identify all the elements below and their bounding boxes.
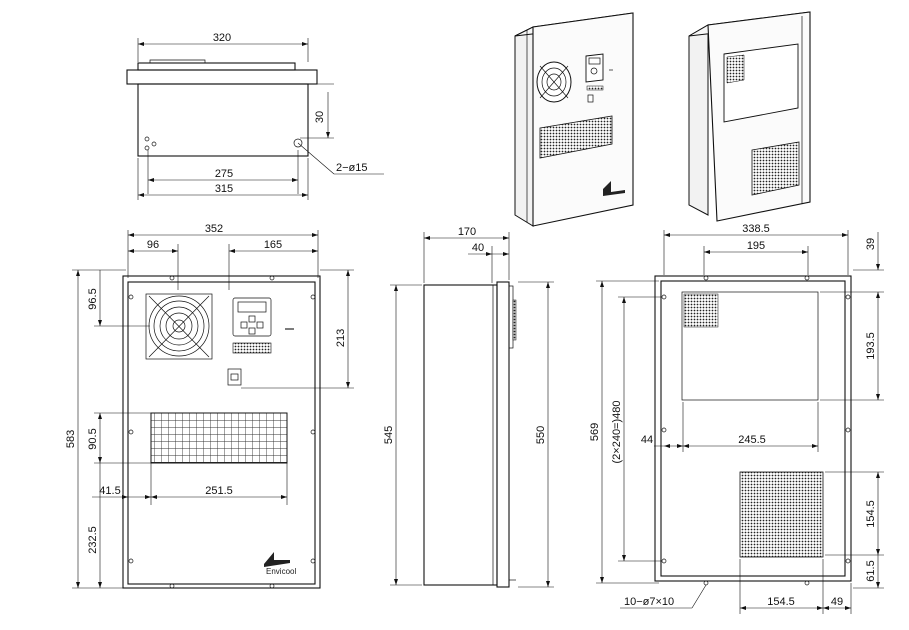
top-hole-small — [144, 136, 150, 142]
top-flange — [126, 69, 318, 85]
dim-30-label: 30 — [314, 111, 326, 123]
side-view: 170 40 545 550 — [383, 226, 554, 588]
hole-callout-rear: 10−ø7×10 — [620, 584, 707, 609]
terminal-block — [232, 342, 272, 354]
dim-315: 315 — [137, 158, 309, 200]
dim-96-label: 96 — [147, 239, 159, 251]
dim-195-label: 195 — [747, 240, 765, 252]
dim-550: 550 — [518, 281, 554, 588]
dim-338-5-label: 338.5 — [742, 223, 770, 235]
iso-rear-grille — [751, 141, 800, 196]
dim-569: 569 — [589, 280, 659, 584]
dim-44: 44 — [641, 402, 684, 452]
dim-96: 96 — [128, 239, 179, 290]
dim-245-5-label: 245.5 — [738, 434, 766, 446]
dim-61-5: 61.5 — [853, 555, 884, 589]
dim-275-label: 275 — [215, 168, 233, 180]
top-fan-bump — [149, 59, 206, 63]
top-view: 320 30 2−ø15 275 3 — [126, 32, 384, 200]
dim-480: (2×240=)480 — [611, 296, 662, 562]
dim-583: 583 — [65, 269, 126, 589]
dim-154-5-right-label: 154.5 — [865, 500, 877, 528]
iso-front-view — [514, 12, 634, 227]
dim-545-label: 545 — [383, 426, 395, 444]
switch — [227, 368, 242, 386]
dim-232-5: 232.5 — [87, 463, 102, 588]
top-hole — [293, 138, 303, 148]
front-grille — [150, 412, 288, 464]
dim-49-label: 49 — [831, 596, 843, 608]
dim-40: 40 — [468, 242, 509, 283]
dim-41-5-label: 41.5 — [99, 485, 120, 497]
logo-text: Envicool — [266, 567, 296, 576]
dim-170-label: 170 — [458, 226, 476, 238]
iso-rear-panel — [723, 43, 799, 123]
front-controller — [227, 297, 294, 386]
dim-90-5-label: 90.5 — [87, 428, 99, 449]
iso-logo — [603, 181, 625, 196]
dim-193-5: 193.5 — [820, 291, 884, 401]
rear-view: 338.5 195 39 193.5 — [589, 223, 884, 614]
dim-213-label: 213 — [335, 329, 347, 347]
dim-61-5-label: 61.5 — [865, 560, 877, 581]
front-logo: Envicool — [264, 552, 296, 576]
dim-583-label: 583 — [65, 430, 77, 448]
dim-165-label: 165 — [264, 239, 282, 251]
dim-480-label: (2×240=)480 — [611, 401, 623, 464]
iso-fan-icon — [536, 61, 572, 103]
dim-40-label: 40 — [472, 242, 484, 254]
dim-320-label: 320 — [213, 32, 231, 44]
side-flange — [496, 281, 510, 588]
dim-41-5: 41.5 — [92, 463, 152, 505]
dim-251-5: 251.5 — [151, 463, 288, 505]
hole-callout-top: 2−ø15 — [297, 142, 384, 175]
side-body — [423, 284, 498, 586]
dim-193-5-label: 193.5 — [865, 332, 877, 360]
hole-note-rear: 10−ø7×10 — [624, 596, 674, 608]
dim-320: 320 — [137, 32, 309, 62]
dim-170: 170 — [423, 226, 510, 283]
dim-165: 165 — [228, 239, 318, 290]
dim-154-5-bottom: 154.5 — [739, 559, 824, 614]
top-fan-hood — [137, 62, 296, 71]
dim-213: 213 — [241, 269, 354, 389]
iso-rear-view — [688, 11, 811, 222]
rear-panel — [681, 291, 819, 401]
dim-96-5-label: 96.5 — [87, 288, 99, 309]
rear-vent-small — [683, 293, 719, 328]
dim-545: 545 — [383, 284, 422, 586]
dim-251-5-label: 251.5 — [205, 485, 233, 497]
dim-569-label: 569 — [589, 423, 601, 441]
dim-154-5-bottom-label: 154.5 — [767, 596, 795, 608]
iso-controller — [585, 53, 613, 103]
dim-30: 30 — [300, 83, 334, 139]
top-body — [137, 83, 309, 157]
dim-245-5: 245.5 — [683, 402, 819, 452]
dim-352: 352 — [127, 223, 319, 278]
dim-352-label: 352 — [205, 223, 223, 235]
hole-note-top: 2−ø15 — [336, 162, 368, 174]
dim-195: 195 — [703, 240, 809, 275]
dim-96-5: 96.5 — [87, 270, 150, 327]
dim-232-5-label: 232.5 — [87, 526, 99, 554]
dim-39: 39 — [853, 232, 884, 271]
rear-flange — [654, 275, 852, 582]
front-fan-icon — [145, 293, 213, 360]
dim-275: 275 — [147, 150, 299, 194]
dim-338-5: 338.5 — [663, 223, 849, 275]
dim-154-5-right: 154.5 — [825, 471, 884, 556]
dim-49: 49 — [823, 583, 852, 614]
dim-315-label: 315 — [215, 183, 233, 195]
dim-39-label: 39 — [865, 238, 877, 250]
dim-90-5: 90.5 — [87, 412, 151, 464]
front-view: Envicool 352 96 165 — [65, 223, 354, 589]
dim-44-label: 44 — [641, 434, 653, 446]
front-flange — [122, 275, 321, 589]
iso-front-grille — [539, 115, 613, 159]
rear-grille — [739, 471, 824, 558]
dim-550-label: 550 — [535, 426, 547, 444]
